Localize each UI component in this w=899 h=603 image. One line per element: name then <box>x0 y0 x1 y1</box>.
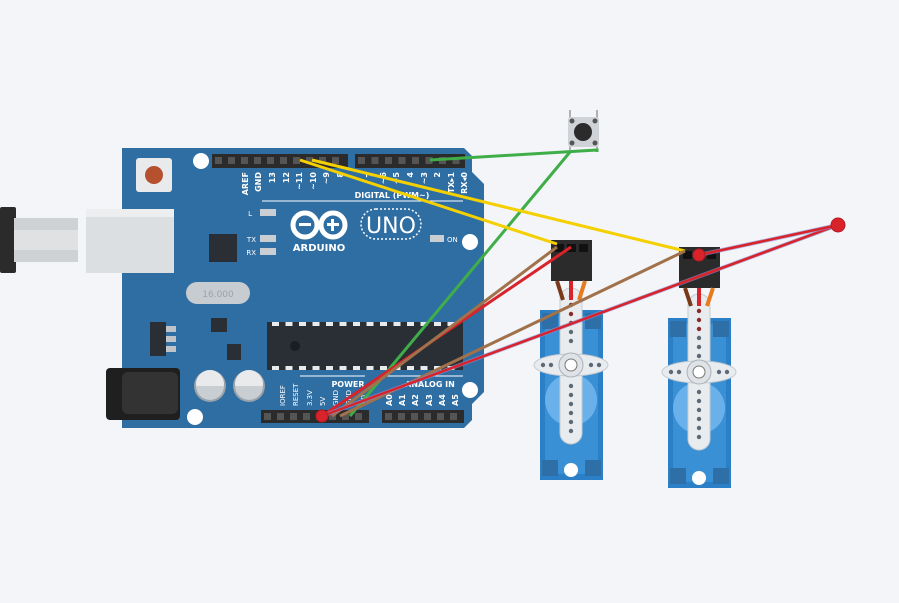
mount-hole <box>462 382 478 398</box>
power-pin-label: IOREF <box>279 385 287 406</box>
digital-pin-label: GND <box>254 172 263 192</box>
mount-hole <box>187 409 203 425</box>
digital-pin-label: ~11 <box>295 172 304 190</box>
header-pin[interactable] <box>358 157 365 164</box>
header-pin[interactable] <box>290 413 297 420</box>
header-pin[interactable] <box>452 157 460 164</box>
header-pin[interactable] <box>385 157 392 164</box>
capacitor <box>194 370 226 402</box>
header-pin[interactable] <box>280 157 287 164</box>
led-tx-label: TX <box>246 236 256 244</box>
digital-pin-label: ~9 <box>322 172 331 185</box>
reset-button[interactable] <box>136 158 172 192</box>
analog-pin-label: A2 <box>411 394 420 406</box>
digital-pin-label: 4 <box>406 172 415 178</box>
mount-hole <box>462 234 478 250</box>
push-button[interactable] <box>568 110 599 150</box>
analog-pin-label: A5 <box>451 394 460 406</box>
wire-ground-servo1 <box>331 245 558 418</box>
header-pin[interactable] <box>371 157 379 164</box>
header-pin[interactable] <box>342 413 349 420</box>
header-pin[interactable] <box>398 413 405 420</box>
digital-pin-label: AREF <box>241 172 250 195</box>
header-pin[interactable] <box>228 157 235 164</box>
power-pin-label: 3.3V <box>306 390 314 406</box>
power-pin-label: GND <box>332 390 340 406</box>
crystal-label: 16.000 <box>202 290 234 300</box>
wire-power-servo2 <box>321 223 839 418</box>
digital-pin-label: TX▸1 <box>447 172 456 194</box>
wire-signal-servo1 <box>299 158 558 246</box>
header-pin[interactable] <box>306 157 313 164</box>
led-on-label: ON <box>447 236 458 244</box>
header-pin[interactable] <box>254 157 261 164</box>
digital-pin-label: RX◂0 <box>460 172 469 194</box>
wires[interactable] <box>299 148 839 418</box>
header-pin[interactable] <box>425 157 433 164</box>
usb-jack <box>86 209 174 273</box>
analog-pin-label: A0 <box>385 394 394 406</box>
header-pin[interactable] <box>264 413 271 420</box>
small-chip <box>211 318 227 332</box>
wire-signal-servo2 <box>311 158 686 253</box>
header-pin[interactable] <box>303 413 310 420</box>
power-pin-label: 5V <box>319 397 327 406</box>
capacitor <box>233 370 265 402</box>
wire-button-pin2 <box>429 148 599 162</box>
analog-header-label: ANALOG IN <box>405 380 455 389</box>
digital-pin-label: ~5 <box>392 172 401 185</box>
analog-pin-label: A1 <box>398 394 407 406</box>
header-pin[interactable] <box>411 413 418 420</box>
led-rx <box>260 248 276 255</box>
header-pin[interactable] <box>267 157 274 164</box>
header-pin[interactable] <box>241 157 248 164</box>
led-l-label: L <box>248 210 252 218</box>
led-l <box>260 209 276 216</box>
digital-pin-label: ~3 <box>420 172 429 184</box>
header-pin[interactable] <box>398 157 406 164</box>
header-pin[interactable] <box>355 413 362 420</box>
mount-hole <box>193 153 209 169</box>
digital-pin-label: ~10 <box>309 172 318 190</box>
led-rx-label: RX <box>246 249 256 257</box>
model-label: UNO <box>366 214 416 239</box>
crystal-oscillator <box>186 282 250 304</box>
analog-pin-label: A3 <box>425 394 434 406</box>
led-tx <box>260 235 276 242</box>
digital-pin-label: 2 <box>433 172 442 178</box>
servo-motor-1[interactable] <box>533 240 609 480</box>
wire-endpoint[interactable] <box>830 217 846 233</box>
digital-header-right[interactable] <box>355 154 465 168</box>
header-pin[interactable] <box>437 413 444 420</box>
wire-endpoint[interactable] <box>315 409 329 423</box>
header-pin[interactable] <box>215 157 222 164</box>
brand-label: ARDUINO <box>293 243 345 254</box>
arduino-logo <box>290 210 348 240</box>
voltage-regulator <box>150 322 166 356</box>
usb-chip <box>209 234 237 262</box>
header-pin[interactable] <box>319 157 326 164</box>
digital-header-label: DIGITAL (PWM~) <box>355 191 430 200</box>
servo-motor-2[interactable] <box>661 247 737 488</box>
analog-pin-label: A4 <box>438 394 447 406</box>
digital-pin-label: 13 <box>268 172 277 183</box>
header-pin[interactable] <box>424 413 431 420</box>
header-pin[interactable] <box>412 157 419 164</box>
header-pin[interactable] <box>293 157 300 164</box>
header-pin[interactable] <box>332 157 339 164</box>
header-pin[interactable] <box>277 413 284 420</box>
wire-endpoint[interactable] <box>692 248 706 262</box>
usb-cable[interactable] <box>0 207 78 273</box>
power-pin-label: RESET <box>292 383 300 406</box>
header-pin[interactable] <box>450 413 457 420</box>
led-on <box>430 235 444 242</box>
arduino-board[interactable]: 16.000 L TX RX ON <box>86 148 484 428</box>
wire-probe <box>698 223 839 257</box>
digital-pin-label: 12 <box>282 172 291 183</box>
power-header-label: POWER <box>331 380 364 389</box>
header-pin[interactable] <box>385 413 392 420</box>
